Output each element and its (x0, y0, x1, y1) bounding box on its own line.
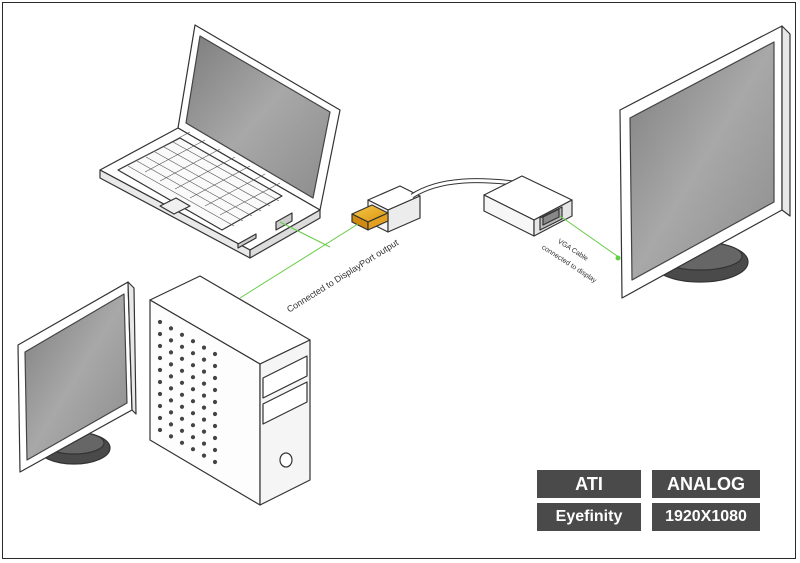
vent-hole (201, 357, 207, 362)
technology-spec-text: Eyefinity (555, 508, 623, 525)
vent-hole (212, 411, 218, 417)
vent-hole (190, 339, 196, 344)
left-monitor-screen (24, 293, 128, 461)
vent-hole (212, 447, 218, 453)
vent-hole (179, 344, 185, 349)
vent-hole (168, 422, 174, 427)
vent-hole (190, 399, 196, 404)
vent-hole (168, 398, 174, 403)
vent-hole (190, 387, 196, 392)
vent-hole (179, 392, 185, 397)
vent-hole (179, 428, 185, 433)
vent-hole (179, 356, 185, 361)
vent-hole (190, 351, 196, 356)
vent-hole (157, 343, 163, 349)
vent-hole (157, 427, 163, 433)
vent-hole (212, 423, 218, 429)
vent-hole (168, 362, 174, 367)
vent-hole (201, 381, 207, 386)
vent-hole (190, 375, 196, 380)
laptop-keyboard-grid (127, 131, 281, 227)
vent-hole (157, 367, 163, 373)
vent-hole (212, 351, 218, 357)
vent-hole (190, 447, 196, 452)
vent-hole (168, 326, 174, 331)
vent-hole (212, 363, 218, 369)
vga-callout-line (559, 215, 621, 259)
brand-spec-text: ATI (575, 473, 603, 494)
vent-hole (179, 368, 185, 373)
vent-hole (168, 434, 174, 439)
vent-hole (157, 331, 163, 337)
right-monitor-screen (629, 41, 775, 281)
laptop-screen (185, 35, 331, 199)
vent-hole (201, 345, 207, 350)
brand-spec-box: ATI (537, 470, 641, 498)
vent-hole (190, 435, 196, 440)
vent-hole (179, 332, 185, 337)
vent-hole (201, 417, 207, 422)
vent-hole (190, 423, 196, 428)
vent-hole (168, 386, 174, 391)
vent-hole (212, 459, 218, 465)
vent-hole (179, 404, 185, 409)
vent-hole (201, 453, 207, 458)
resolution-spec-box: 1920X1080 (652, 503, 760, 531)
vent-hole (201, 429, 207, 434)
vent-hole (168, 350, 174, 355)
vent-hole (157, 415, 163, 421)
vent-hole (157, 319, 163, 325)
laptop-illustration (99, 24, 341, 259)
vent-hole (168, 374, 174, 379)
desktop-tower-illustration (149, 275, 311, 506)
vent-hole (212, 435, 218, 441)
vent-hole (168, 410, 174, 415)
laptop-callout-line (279, 221, 331, 248)
right-monitor-illustration (619, 25, 791, 299)
signal-spec-text: ANALOG (667, 473, 745, 494)
vent-hole (168, 338, 174, 343)
vent-hole (157, 391, 163, 397)
vent-hole (212, 375, 218, 381)
left-monitor-illustration (17, 281, 137, 473)
power-button (279, 452, 293, 468)
vent-hole (190, 363, 196, 368)
callout-lines (239, 215, 621, 299)
vent-hole (179, 380, 185, 385)
vent-hole (212, 399, 218, 405)
resolution-spec-text: 1920X1080 (665, 508, 747, 525)
signal-spec-box: ANALOG (652, 470, 760, 498)
vent-hole (201, 405, 207, 410)
displayport-callout-line (239, 223, 359, 299)
vent-hole (201, 393, 207, 398)
tower-vent-holes (157, 319, 218, 465)
adapter-illustration (351, 175, 573, 237)
vent-hole (201, 369, 207, 374)
vent-hole (179, 416, 185, 421)
vent-hole (190, 411, 196, 416)
technology-spec-box: Eyefinity (537, 503, 641, 531)
vent-hole (157, 379, 163, 385)
vent-hole (201, 441, 207, 446)
vent-hole (212, 387, 218, 393)
vent-hole (157, 355, 163, 361)
vent-hole (157, 403, 163, 409)
vent-hole (179, 440, 185, 445)
